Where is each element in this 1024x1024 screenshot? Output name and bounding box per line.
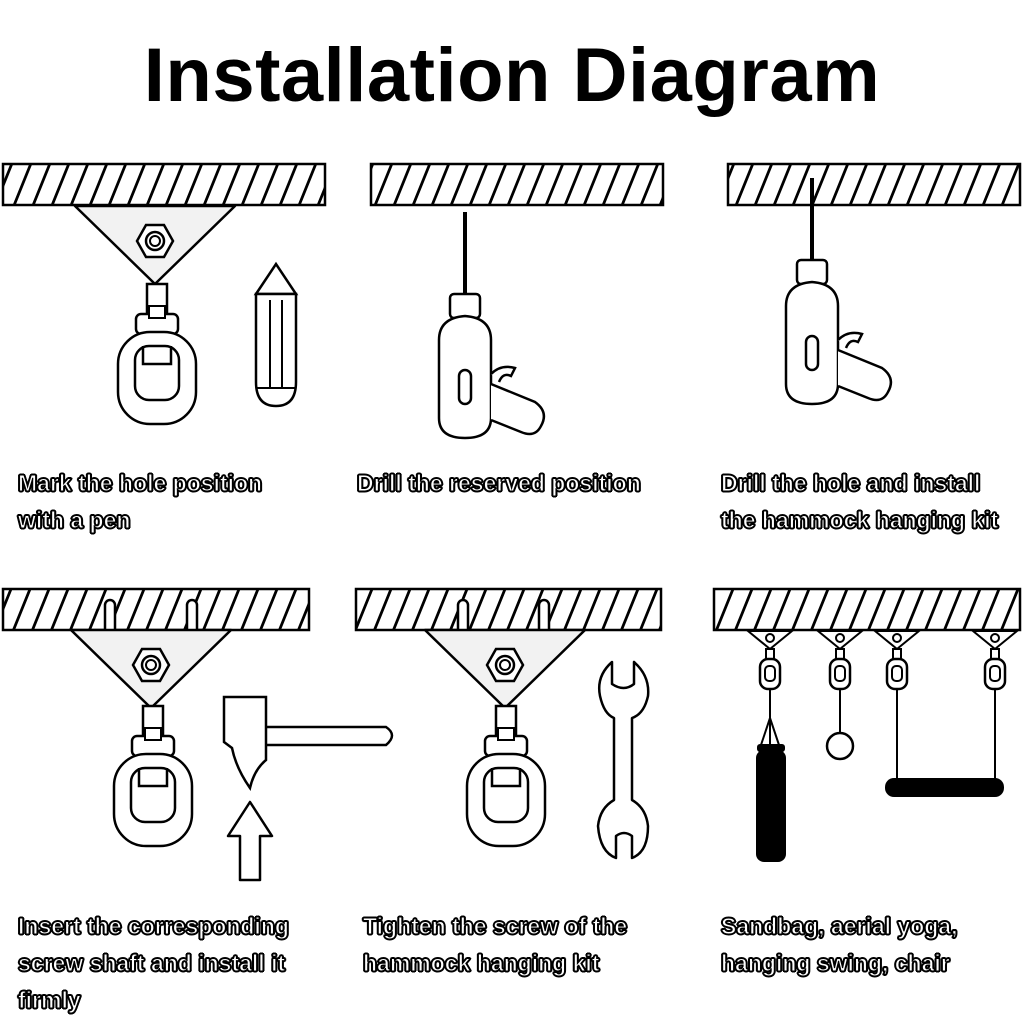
arrow-up-icon: [226, 800, 274, 882]
screw-icon: [103, 598, 199, 638]
swing-icon: [885, 689, 1004, 797]
hanger-icon: [873, 629, 921, 691]
panel-tighten-screw: [354, 587, 663, 860]
sandbag-icon: [756, 689, 786, 862]
caption-line: the hammock hanging kit: [720, 506, 999, 533]
caption-line: Sandbag, aerial yoga,: [720, 912, 958, 939]
ceiling-icon: [1, 587, 311, 632]
step-caption: Drill the hole and install the hammock h…: [720, 465, 999, 539]
ceiling-icon: [1, 162, 327, 207]
hanger-icon: [816, 629, 864, 691]
caption-line: firmly: [17, 986, 81, 1013]
step-caption: Mark the hole position with a pen: [17, 465, 263, 539]
mounting-plate-icon: [73, 204, 237, 286]
diagram-title: Installation Diagram: [143, 33, 881, 118]
swivel-hook-icon: [465, 704, 547, 848]
panel-insert-screw: [1, 587, 394, 882]
swivel-hook-icon: [112, 704, 194, 848]
drill-icon: [437, 210, 546, 440]
ball-icon: [825, 689, 855, 761]
wrench-icon: [596, 660, 650, 860]
caption-line: Mark the hole position: [17, 469, 263, 496]
ceiling-icon: [369, 162, 665, 207]
panel-drill-install: [726, 162, 1022, 406]
panel-mark-hole: [1, 162, 327, 426]
ceiling-icon: [712, 587, 1022, 632]
panel-uses: [712, 587, 1022, 862]
hammer-icon: [222, 695, 394, 792]
pencil-icon: [253, 261, 299, 408]
drill-icon: [784, 176, 893, 406]
caption-line: with a pen: [17, 506, 131, 533]
caption-line: screw shaft and install it: [17, 949, 286, 976]
step-caption: Sandbag, aerial yoga, hanging swing, cha…: [720, 908, 958, 982]
swivel-hook-icon: [116, 282, 198, 426]
mounting-plate-icon: [69, 628, 233, 710]
caption-line: hammock hanging kit: [362, 949, 600, 976]
caption-line: Insert the corresponding: [17, 912, 289, 939]
caption-line: Drill the reserved position: [356, 469, 641, 496]
step-caption: Insert the corresponding screw shaft and…: [17, 908, 289, 1019]
ceiling-icon: [726, 162, 1022, 207]
panel-drill-position: [369, 162, 665, 440]
caption-line: Drill the hole and install: [720, 469, 981, 496]
caption-line: hanging swing, chair: [720, 949, 950, 976]
step-caption: Tighten the screw of the hammock hanging…: [362, 908, 628, 982]
mounting-plate-icon: [423, 628, 587, 710]
screw-icon: [456, 598, 551, 638]
ceiling-icon: [354, 587, 663, 632]
caption-line: Tighten the screw of the: [362, 912, 628, 939]
step-caption: Drill the reserved position: [356, 465, 641, 502]
hanger-icon: [971, 629, 1019, 691]
hanger-icon: [746, 629, 794, 691]
